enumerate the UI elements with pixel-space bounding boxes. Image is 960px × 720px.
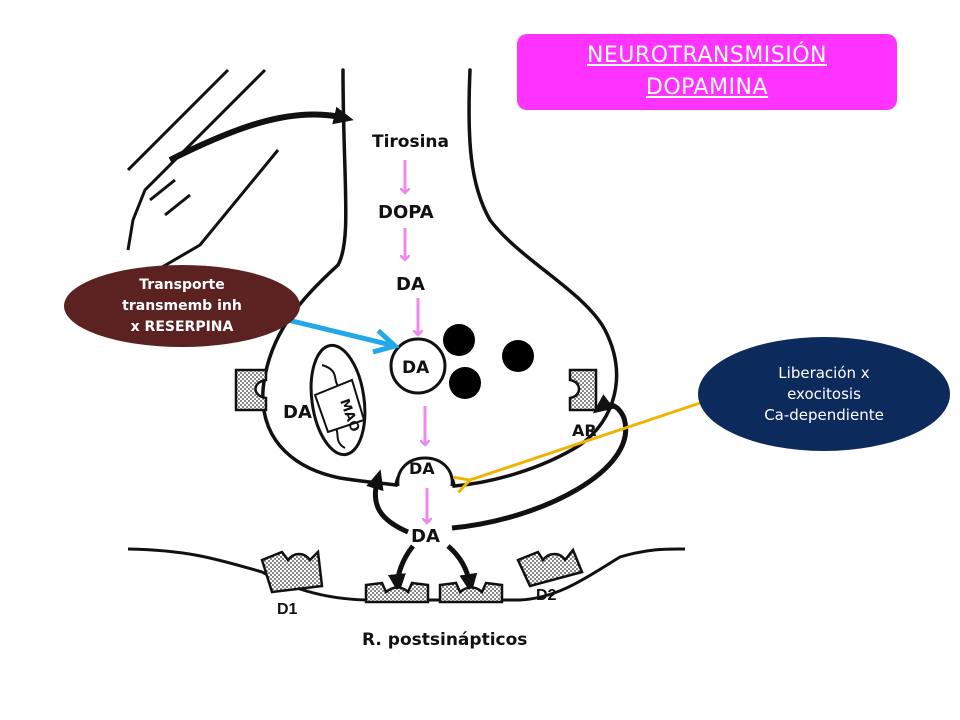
title-line-1: NEUROTRANSMISIÓN	[586, 43, 828, 68]
postsynaptic-receptors	[260, 547, 584, 604]
label-da-cleft: DA	[411, 526, 440, 547]
label-da-vesicle: DA	[402, 358, 430, 378]
label-receptors: R. postsinápticos	[362, 630, 527, 650]
label-ar: AR	[572, 421, 597, 440]
label-d2: D2	[536, 587, 557, 604]
transport-arrow	[287, 317, 395, 346]
synthesis-arrows	[405, 160, 427, 523]
transporte-line-3: x RESERPINA	[130, 318, 234, 335]
liberacion-line-2: exocitosis	[787, 384, 861, 403]
calcium-dots	[443, 324, 534, 399]
label-d1: D1	[277, 601, 298, 618]
storage-vesicle: DA	[389, 337, 447, 395]
transporte-line-2: transmemb inh	[122, 297, 242, 314]
liberacion-line-1: Liberación x	[778, 363, 870, 382]
uptake-arrow	[168, 106, 354, 163]
title-box: NEUROTRANSMISIÓN DOPAMINA	[517, 34, 897, 110]
label-da-cytoplasm: DA	[396, 274, 425, 295]
label-tirosina: Tirosina	[372, 132, 449, 152]
autoreceptor-right	[568, 368, 598, 412]
transporte-line-1: Transporte	[139, 276, 225, 293]
callout-transporte: Transporte transmemb inh x RESERPINA	[64, 265, 300, 347]
label-dopa: DOPA	[378, 202, 434, 223]
incoming-axon	[126, 68, 280, 284]
release-arrow	[470, 397, 713, 480]
mitochondrion: MAO	[309, 343, 367, 457]
reuptake-arrows	[366, 394, 629, 535]
label-da-mitochondria: DA	[283, 402, 312, 423]
label-da-fusing: DA	[409, 459, 435, 478]
fusing-vesicle: DA	[396, 456, 454, 487]
callout-liberacion: Liberación x exocitosis Ca-dependiente	[698, 337, 950, 451]
receptor-binding-arrows	[387, 544, 478, 594]
title-line-2: DOPAMINA	[645, 75, 769, 100]
autoreceptor-left	[234, 368, 268, 412]
liberacion-line-3: Ca-dependiente	[764, 405, 884, 424]
